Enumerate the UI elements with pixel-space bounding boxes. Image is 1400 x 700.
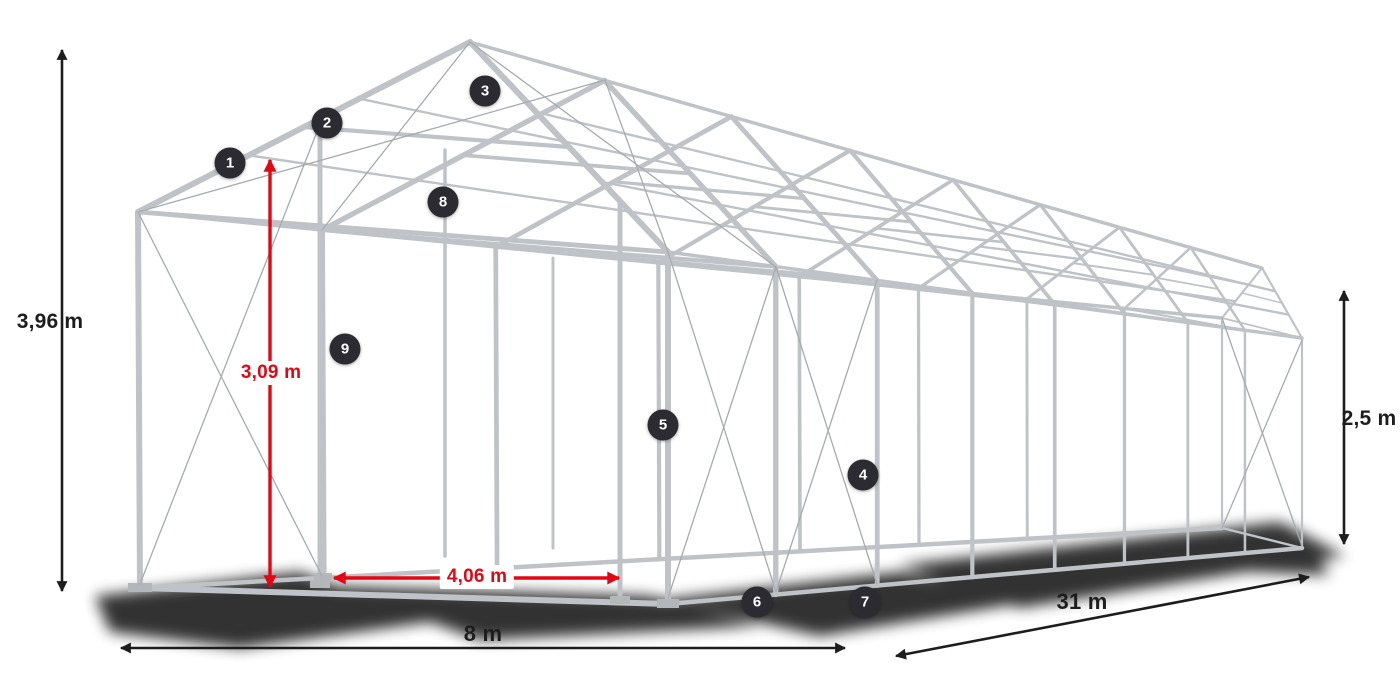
base-plate [610,596,630,604]
bracing-cable [667,251,777,593]
dimension-width: 8 m [463,621,503,646]
collar-tie [978,245,1084,261]
callout-7[interactable]: 7 [849,586,881,618]
bracing-cable [137,211,323,577]
wall-post [135,209,143,591]
eave-tie [493,245,880,283]
collar-tie [1156,277,1219,290]
collar-tie [874,226,1006,244]
bracing-cable [667,266,777,599]
dimension-entrance-height: 3,09 m [233,361,309,385]
callout-3[interactable]: 3 [469,75,501,107]
ground-shadow [95,522,1345,648]
length-arrow [894,573,1311,660]
callout-8[interactable]: 8 [427,186,459,218]
callout-9[interactable]: 9 [329,333,361,365]
base-plate [310,580,330,588]
bracing-cable [775,266,878,585]
callout-1[interactable]: 1 [214,147,246,179]
wall-post [797,274,802,554]
collar-tie [461,153,693,176]
dimension-side-height: 2,5 m [1341,407,1397,430]
collar-tie [301,124,572,150]
base-plate [128,583,152,592]
eave-tie [135,209,671,255]
base-plate [657,599,679,608]
bracing-cable [775,279,878,593]
roof-purlin [534,110,1277,293]
wall-post [916,286,921,547]
dimension-total-height: 3,96 m [16,310,84,333]
bracing-cable [469,41,777,268]
eave-tie [1221,317,1303,339]
front-ground-rail [137,585,671,607]
base-plate [314,573,332,580]
dimension-entrance-width: 4,06 m [439,565,515,589]
eave-tie [320,227,778,269]
bracing-cable [604,79,669,253]
bracing-cable [1221,317,1303,547]
bracing-cable [1221,339,1303,529]
roof-purlin [600,180,1290,316]
wall-post [493,244,500,571]
callout-4[interactable]: 4 [847,459,879,491]
callout-6[interactable]: 6 [741,586,773,618]
bracing-cable [137,79,606,213]
steel-frame [128,39,1305,608]
callout-2[interactable]: 2 [311,107,343,139]
callout-5[interactable]: 5 [647,409,679,441]
dimension-length: 31 m [1056,589,1108,614]
eave-tie [656,261,974,295]
bracing-cable [321,41,471,231]
collar-tie [1241,292,1283,304]
collar-tie [752,205,913,224]
bracing-cable [139,123,321,585]
wall-post [319,227,327,581]
back-ground-rail [1220,526,1304,550]
